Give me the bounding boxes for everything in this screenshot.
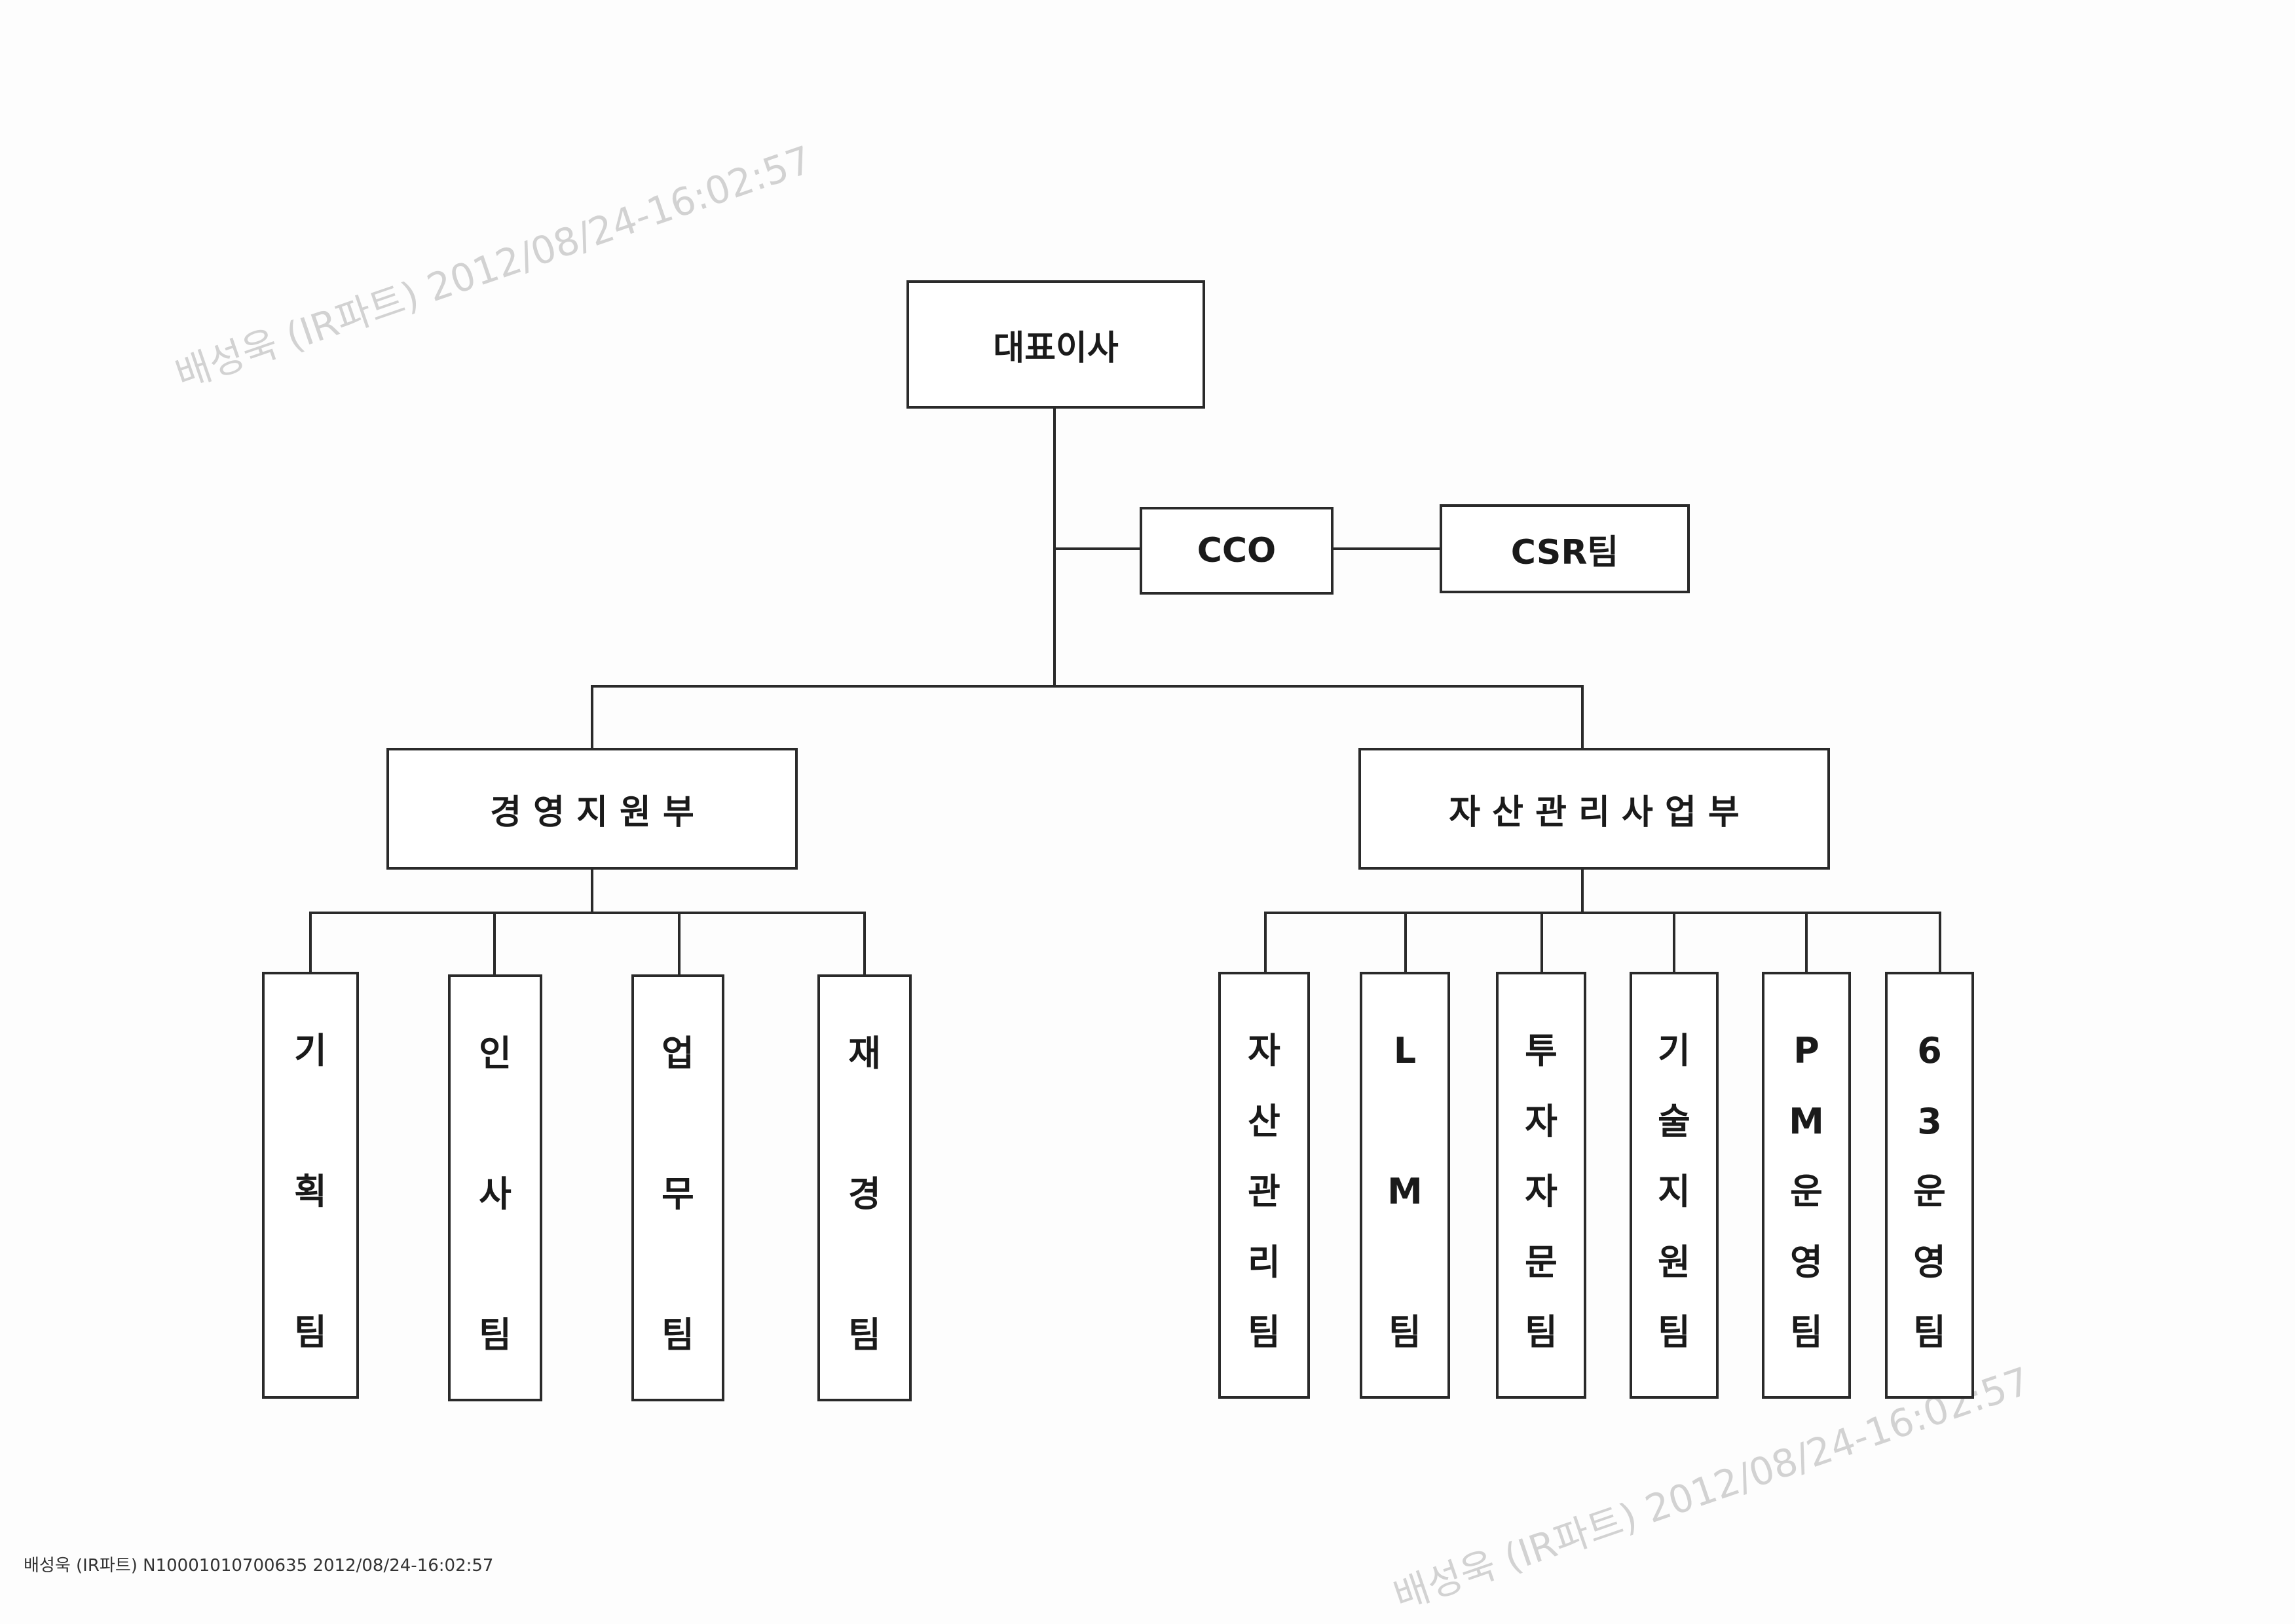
connector-team-asset xyxy=(1264,912,1267,974)
team-box-planning: 기 획 팀 xyxy=(262,972,359,1399)
team-box-finance: 재 경 팀 xyxy=(817,974,912,1401)
watermark-top: 배성욱 (IR파트) 2012/08/24-16:02:57 xyxy=(170,137,817,397)
connector-div2-teams-bar xyxy=(1264,912,1941,914)
team-box-63-operation: 6 3 운 영 팀 xyxy=(1885,972,1974,1399)
team-char: 팀 xyxy=(1525,1312,1558,1353)
csr-box: CSR팀 xyxy=(1440,504,1690,593)
division-label: 자 산 관 리 사 업 부 xyxy=(1449,792,1740,832)
team-char: 업 xyxy=(662,1033,694,1074)
team-char: 팀 xyxy=(662,1314,694,1356)
team-box-lm: L M 팀 xyxy=(1360,972,1450,1399)
team-char: 팀 xyxy=(848,1314,881,1356)
connector-div1-teams-bar xyxy=(309,912,866,914)
team-char: 팀 xyxy=(294,1312,327,1353)
team-char: 문 xyxy=(1525,1241,1558,1283)
division-box-asset: 자 산 관 리 사 업 부 xyxy=(1358,748,1830,870)
team-char: 원 xyxy=(1658,1241,1690,1283)
team-char: L xyxy=(1393,1030,1417,1071)
team-char: 자 xyxy=(1525,1171,1558,1212)
team-char: 팀 xyxy=(479,1314,512,1356)
division-box-management: 경 영 지 원 부 xyxy=(386,748,798,870)
team-char: 팀 xyxy=(1658,1312,1690,1353)
ceo-box: 대표이사 xyxy=(906,280,1205,409)
team-char: 관 xyxy=(1248,1171,1280,1212)
connector-ceo-vertical xyxy=(1053,406,1056,688)
team-box-technical-support: 기 술 지 원 팀 xyxy=(1630,972,1719,1399)
team-char: 인 xyxy=(479,1033,512,1074)
connector-ceo-to-cco xyxy=(1054,547,1142,550)
team-box-hr: 인 사 팀 xyxy=(448,974,542,1401)
connector-division-2 xyxy=(1581,685,1584,750)
team-char: 6 xyxy=(1917,1030,1942,1071)
team-char: 획 xyxy=(294,1171,327,1212)
team-char: 운 xyxy=(1913,1171,1946,1212)
connector-team-tech xyxy=(1673,912,1675,974)
team-char: 재 xyxy=(848,1033,881,1074)
cco-label: CCO xyxy=(1197,531,1277,570)
team-char: 리 xyxy=(1248,1241,1280,1283)
team-char: 술 xyxy=(1658,1100,1690,1142)
team-char: 운 xyxy=(1790,1171,1823,1212)
connector-cco-to-csr xyxy=(1332,547,1441,550)
connector-team-63 xyxy=(1939,912,1941,974)
team-char: 지 xyxy=(1658,1171,1690,1212)
connector-team-business xyxy=(678,912,681,977)
team-char: 투 xyxy=(1525,1030,1558,1071)
ceo-label: 대표이사 xyxy=(993,328,1119,368)
team-char: 3 xyxy=(1917,1100,1942,1142)
team-char: 경 xyxy=(848,1173,881,1215)
team-char: 무 xyxy=(662,1173,694,1215)
connector-division-1 xyxy=(591,685,593,750)
team-char: 영 xyxy=(1790,1241,1823,1283)
team-box-pm-operation: P M 운 영 팀 xyxy=(1762,972,1851,1399)
connector-div2-down xyxy=(1581,867,1584,914)
connector-divisions-bar xyxy=(591,685,1584,688)
division-label: 경 영 지 원 부 xyxy=(490,792,694,832)
connector-team-lm xyxy=(1404,912,1407,974)
document-footer: 배성욱 (IR파트) N10001010700635 2012/08/24-16… xyxy=(24,1556,494,1576)
team-char: 영 xyxy=(1913,1241,1946,1283)
connector-team-finance xyxy=(863,912,866,977)
team-box-business: 업 무 팀 xyxy=(631,974,724,1401)
team-char: 기 xyxy=(1658,1030,1690,1071)
csr-label: CSR팀 xyxy=(1510,532,1619,572)
connector-div1-down xyxy=(591,867,593,914)
team-char: 산 xyxy=(1248,1100,1280,1142)
team-box-asset-management: 자 산 관 리 팀 xyxy=(1218,972,1310,1399)
connector-team-pm xyxy=(1805,912,1808,974)
team-char: 기 xyxy=(294,1030,327,1071)
team-char: 팀 xyxy=(1248,1312,1280,1353)
team-char: 사 xyxy=(479,1173,512,1215)
cco-box: CCO xyxy=(1140,507,1334,595)
connector-team-hr xyxy=(493,912,496,977)
connector-team-planning xyxy=(309,912,312,974)
connector-team-advisory xyxy=(1540,912,1543,974)
team-char: 자 xyxy=(1525,1100,1558,1142)
team-char: 팀 xyxy=(1389,1312,1421,1353)
team-char: 팀 xyxy=(1790,1312,1823,1353)
team-box-investment-advisory: 투 자 자 문 팀 xyxy=(1496,972,1586,1399)
team-char: 팀 xyxy=(1913,1312,1946,1353)
team-char: M xyxy=(1789,1100,1824,1142)
team-char: 자 xyxy=(1248,1030,1280,1071)
team-char: P xyxy=(1793,1030,1819,1071)
team-char: M xyxy=(1387,1171,1423,1212)
